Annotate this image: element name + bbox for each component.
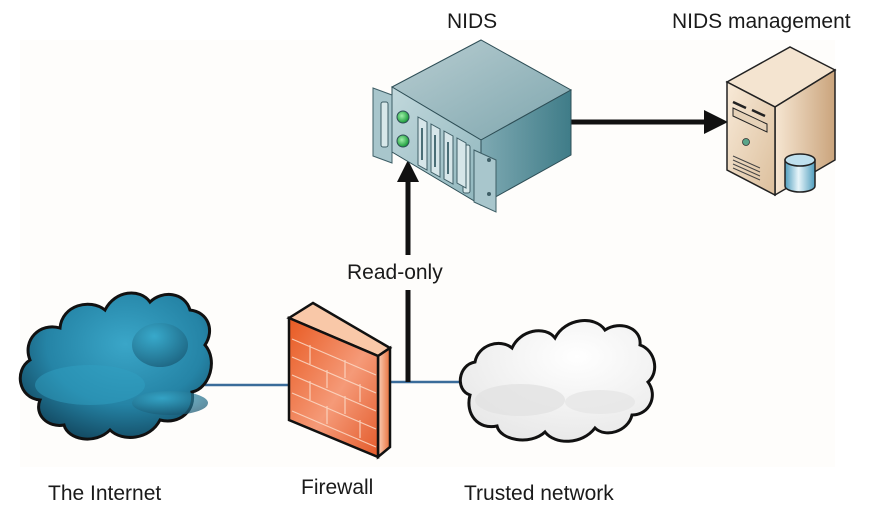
nids-to-management-arrow [571,110,728,134]
trusted-network-label: Trusted network [464,482,614,505]
firewall-icon [286,301,393,460]
internet-cloud-icon [18,291,213,441]
read-only-arrow [397,160,419,382]
trusted-network-cloud-icon [459,319,657,443]
firewall-label: Firewall [301,476,374,499]
internet-label: The Internet [48,482,162,505]
nids-management-server-icon [725,46,837,197]
database-icon [784,153,816,193]
read-only-label: Read-only [347,261,443,284]
nids-server-icon [372,39,573,213]
nids-label: NIDS [447,10,498,33]
nids-management-label: NIDS management [672,10,851,33]
